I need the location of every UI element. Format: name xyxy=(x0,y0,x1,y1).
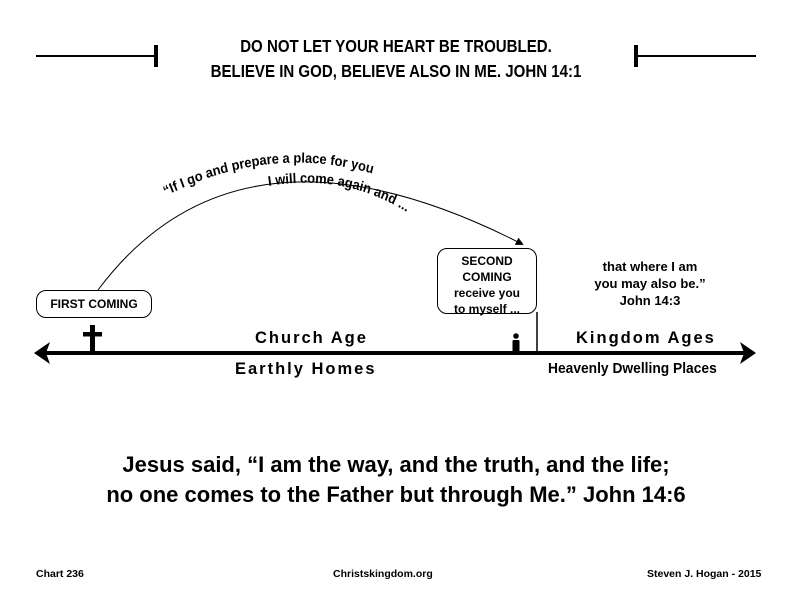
first-coming-label: FIRST COMING xyxy=(50,297,138,311)
timeline-arrow-right xyxy=(740,342,756,364)
person-icon xyxy=(512,333,520,353)
second-coming-box: SECOND COMING receive you to myself ... xyxy=(437,248,537,316)
header-line-2: BELIEVE IN GOD, BELIEVE ALSO IN ME. JOHN… xyxy=(210,61,582,81)
header-title: DO NOT LET YOUR HEART BE TROUBLED. BELIE… xyxy=(193,34,599,84)
heavenly-places-label: Heavenly Dwelling Places xyxy=(548,360,717,377)
arc-text-line-2: I will come again and ... xyxy=(267,170,413,215)
second-coming-title: SECOND COMING xyxy=(461,254,513,284)
church-age-label: Church Age xyxy=(255,329,368,347)
header-rule-right xyxy=(636,55,756,57)
quote-end: that where I am you may also be.” John 1… xyxy=(570,258,730,309)
footer-site: Christskingdom.org xyxy=(333,568,433,580)
bottom-quote-line-2: no one comes to the Father but through M… xyxy=(106,482,686,507)
footer-chart-number: Chart 236 xyxy=(36,568,84,580)
timeline-arrow-left xyxy=(34,342,50,364)
first-coming-box: FIRST COMING xyxy=(36,290,152,318)
header-rule-left xyxy=(36,55,156,57)
quote-end-line-2: you may also be.” xyxy=(594,276,706,291)
second-coming-line-3: to myself ... xyxy=(453,302,521,316)
header-rule-left-cap xyxy=(154,45,158,67)
prophecy-arc xyxy=(97,181,524,291)
earthly-homes-label: Earthly Homes xyxy=(235,360,377,378)
quote-end-line-1: that where I am xyxy=(602,259,698,274)
second-coming-line-2: receive you xyxy=(453,286,521,300)
footer-author: Steven J. Hogan - 2015 xyxy=(647,568,762,580)
bottom-quote-line-1: Jesus said, “I am the way, and the truth… xyxy=(122,452,670,477)
header-line-1: DO NOT LET YOUR HEART BE TROUBLED. xyxy=(240,36,552,56)
quote-end-ref: John 14:3 xyxy=(619,293,681,308)
cross-icon xyxy=(83,325,102,353)
bottom-quote: Jesus said, “I am the way, and the truth… xyxy=(40,450,752,510)
header-rule-right-cap xyxy=(634,45,638,67)
kingdom-ages-label: Kingdom Ages xyxy=(576,329,716,347)
